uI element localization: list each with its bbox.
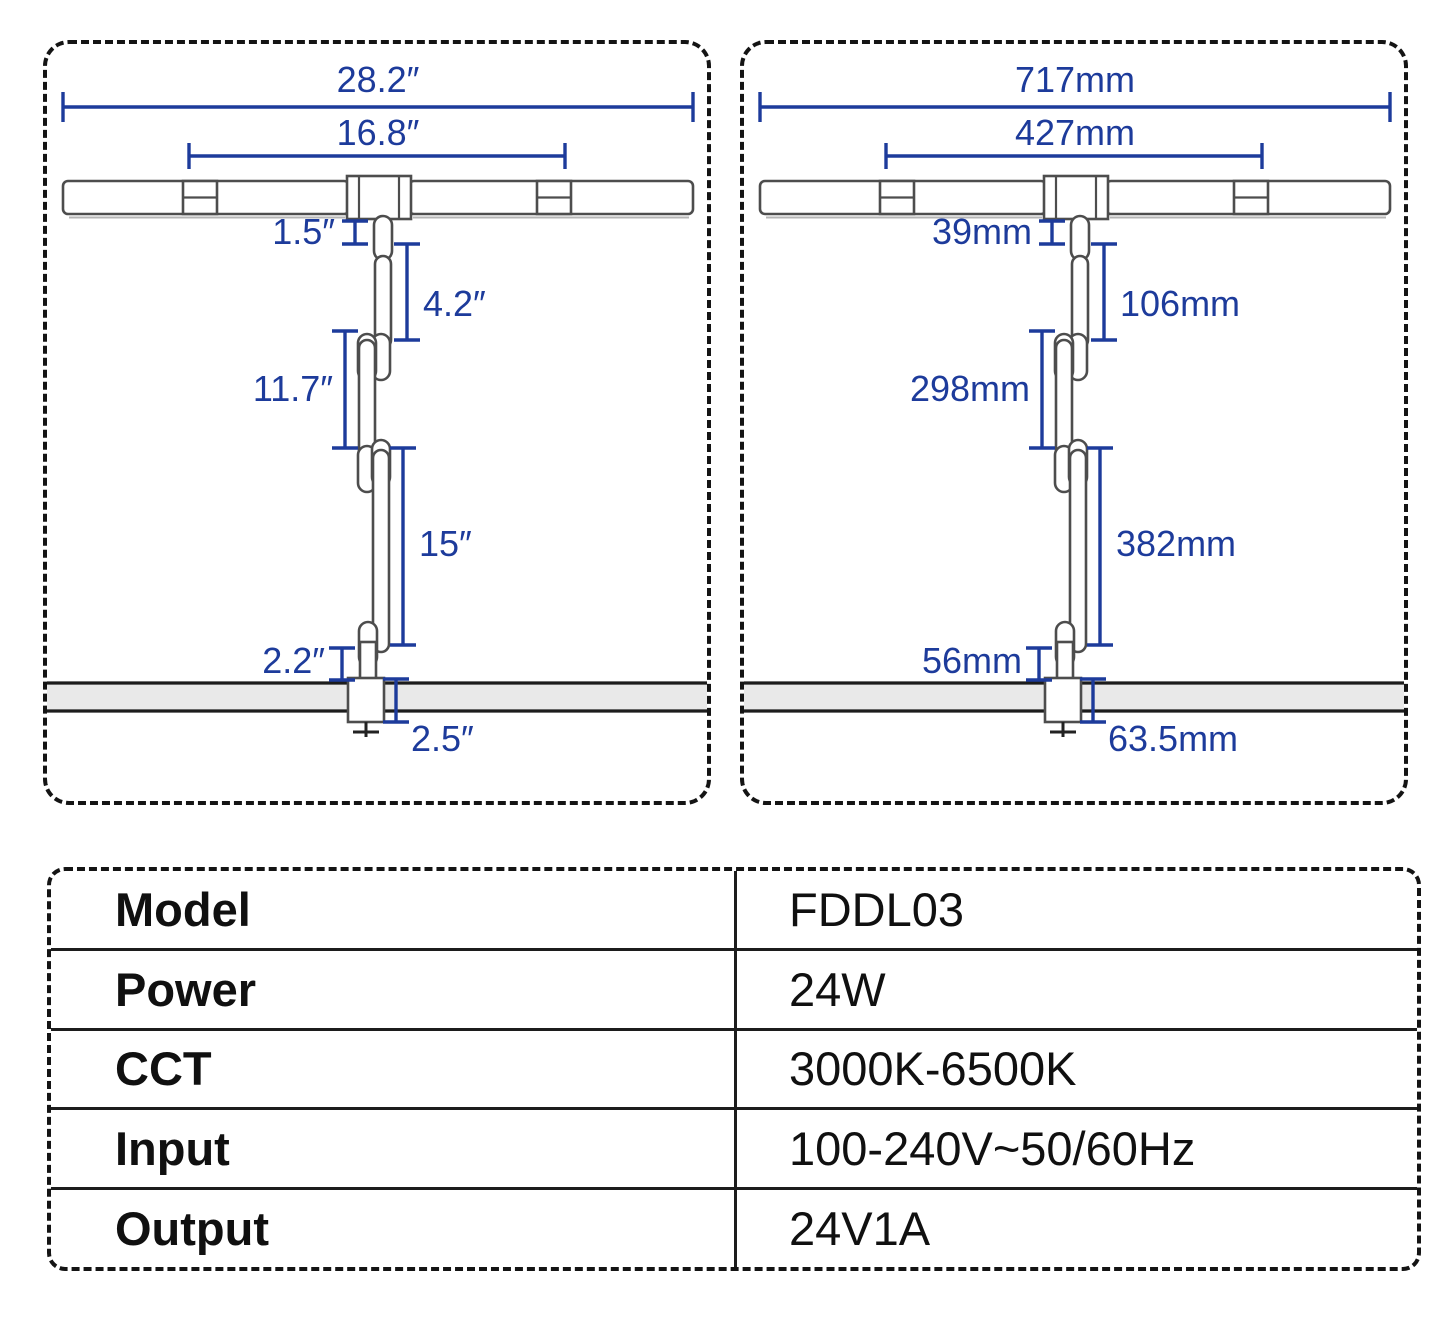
spec-label-input: Input: [115, 1122, 230, 1176]
spec-row-input: Input 100-240V~50/60Hz: [51, 1107, 1417, 1188]
dim-label-upper-arm: 4.2″: [423, 283, 486, 324]
lamp-arm-lower: [371, 448, 391, 654]
spec-value-input: 100-240V~50/60Hz: [734, 1110, 1417, 1188]
dim-label-total-width: 717mm: [1015, 59, 1135, 100]
dimension-panel-inches: 28.2″ 16.8″ 1.5″ 4.2″ 11.7″ 15″ 2.2″: [43, 40, 711, 805]
dim-label-above-desk: 2.2″: [262, 640, 325, 681]
lamp-arm-middle: [357, 338, 377, 460]
spec-row-power: Power 24W: [51, 947, 1417, 1028]
dimension-panel-millimeters: 717mm 427mm 39mm 106mm 298mm 382mm 56mm …: [740, 40, 1408, 805]
spec-value-output: 24V1A: [734, 1190, 1417, 1267]
dim-label-lower-arm: 382mm: [1116, 523, 1236, 564]
dim-label-middle-arm: 11.7″: [253, 368, 333, 409]
dim-label-lower-arm: 15″: [419, 523, 472, 564]
dim-label-neck: 39mm: [932, 211, 1032, 252]
spec-value-model: FDDL03: [734, 871, 1417, 948]
spec-row-model: Model FDDL03: [51, 871, 1417, 948]
spec-label-output: Output: [115, 1202, 269, 1256]
clamp-body: [1043, 676, 1083, 724]
lamp-arm-lower: [1068, 448, 1088, 654]
spec-label-cct: CCT: [115, 1042, 212, 1096]
spec-row-cct: CCT 3000K-6500K: [51, 1027, 1417, 1108]
dim-label-head-width: 427mm: [1015, 112, 1135, 153]
dim-label-upper-arm: 106mm: [1120, 283, 1240, 324]
spec-label-model: Model: [115, 882, 251, 936]
spec-value-cct: 3000K-6500K: [734, 1030, 1417, 1108]
lamp-arm-middle: [1054, 338, 1074, 460]
dim-label-total-width: 28.2″: [337, 59, 420, 100]
lamp-diagram-millimeters: 717mm 427mm 39mm 106mm 298mm 382mm 56mm …: [744, 59, 1404, 759]
dim-label-clamp-range: 63.5mm: [1108, 718, 1238, 759]
lamp-neck-capsule: [372, 214, 394, 262]
spec-label-power: Power: [115, 962, 257, 1016]
lamp-joint-center: [345, 174, 413, 221]
lamp-diagram-inches: 28.2″ 16.8″ 1.5″ 4.2″ 11.7″ 15″ 2.2″: [47, 59, 707, 759]
spec-row-output: Output 24V1A: [51, 1187, 1417, 1267]
spec-table: Model FDDL03 Power 24W CCT 3000K-6500K I…: [47, 867, 1421, 1271]
clamp-body: [346, 676, 386, 724]
spec-value-power: 24W: [734, 950, 1417, 1028]
lamp-joint-center: [1042, 174, 1110, 221]
dim-label-above-desk: 56mm: [922, 640, 1022, 681]
dim-label-clamp-range: 2.5″: [411, 718, 474, 759]
dim-label-head-width: 16.8″: [337, 112, 420, 153]
lamp-neck-capsule: [1069, 214, 1091, 262]
dim-label-neck: 1.5″: [272, 211, 335, 252]
dim-label-middle-arm: 298mm: [910, 368, 1030, 409]
